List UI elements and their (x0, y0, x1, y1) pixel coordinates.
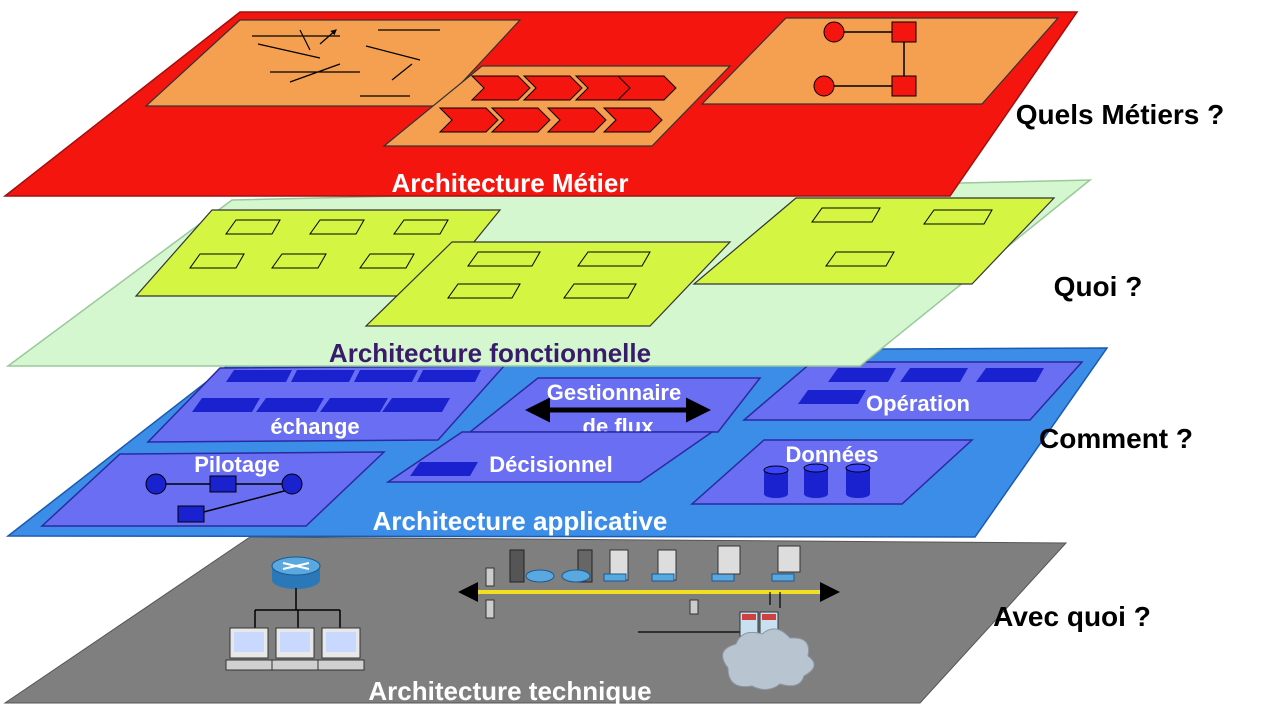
function-panel (364, 241, 732, 327)
operation-label: Opération (866, 391, 970, 416)
donnees-label: Données (786, 442, 879, 467)
fonctionnelle-title: Architecture fonctionnelle (329, 338, 651, 368)
value-chain-panel (382, 65, 732, 147)
block-pilotage: Pilotage (40, 451, 386, 527)
technique-title: Architecture technique (368, 676, 651, 704)
layer-fonctionnelle: Architecture fonctionnelle (5, 179, 1093, 368)
question-technique: Avec quoi ? (993, 601, 1151, 632)
question-fonctionnelle: Quoi ? (1054, 271, 1143, 302)
web-server-icon (717, 545, 801, 575)
metier-title: Architecture Métier (392, 168, 629, 198)
block-gestionnaire-de-flux: Gestionnaire de flux (467, 377, 762, 439)
layer-metier: Architecture Métier (2, 11, 1079, 198)
question-applicative: Comment ? (1039, 423, 1193, 454)
layer-applicative: échange Gestionnaire de flux Opération P (5, 347, 1109, 538)
echange-label: échange (270, 414, 359, 439)
block-echange: échange (146, 365, 506, 443)
function-panel (692, 197, 1056, 285)
organization-panel (700, 17, 1060, 105)
cloud-icon (722, 628, 815, 690)
router-icon (271, 556, 321, 589)
server-icon (485, 549, 699, 619)
question-metier: Quels Métiers ? (1016, 99, 1225, 130)
database-icon (763, 463, 871, 498)
function-panel (134, 209, 502, 297)
workstation-icon (317, 627, 365, 671)
applicative-title: Architecture applicative (373, 506, 668, 536)
block-decisionnel: Décisionnel (385, 431, 715, 483)
block-operation: Opération (741, 361, 1084, 421)
pilotage-label: Pilotage (194, 452, 280, 477)
decisionnel-label: Décisionnel (489, 452, 612, 477)
workstation-icon (225, 627, 273, 671)
layer-technique: Architecture technique (3, 536, 1068, 706)
gestionnaire-label-1: Gestionnaire (547, 380, 681, 405)
workstation-icon (271, 627, 319, 671)
block-donnees: Données (690, 439, 974, 505)
